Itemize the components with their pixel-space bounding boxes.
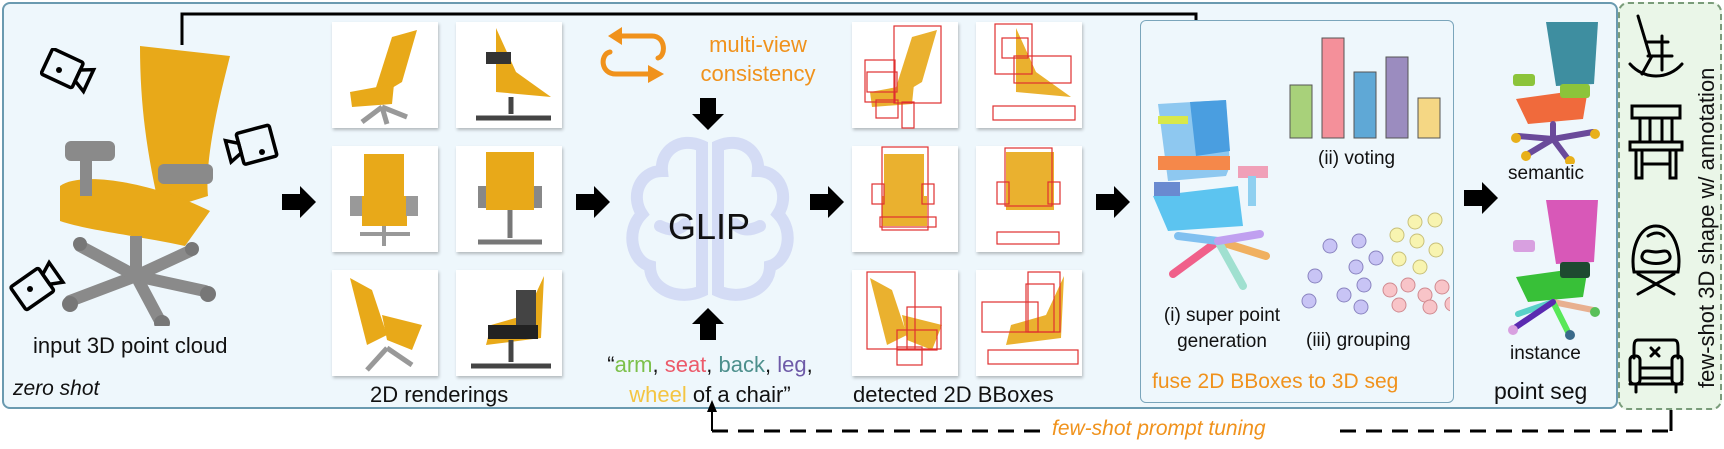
egg-chair-icon — [1631, 224, 1681, 296]
voting-label: (ii) voting — [1318, 148, 1396, 169]
prompt-part-arm: arm — [614, 352, 653, 377]
camera-icon — [40, 48, 97, 95]
prompt-tuning-label: few-shot prompt tuning — [1052, 417, 1266, 440]
armchair-icon — [1628, 338, 1684, 394]
point-seg-label: point seg — [1494, 378, 1588, 404]
arrow-right-icon — [576, 186, 610, 218]
vote-bar-arm — [1289, 84, 1313, 139]
wooden-chair-icon — [1628, 104, 1684, 180]
arrow-right-icon — [1464, 182, 1498, 214]
vote-bar-back — [1353, 71, 1377, 139]
instance-label: instance — [1510, 343, 1581, 364]
vote-bar-wheel — [1417, 97, 1441, 139]
prompt-part-back: back — [718, 352, 766, 377]
rendered-chair-views — [350, 28, 551, 372]
prompt-part-wheel: wheel — [629, 382, 687, 407]
multiview-consistency-label: multi-view consistency — [688, 30, 828, 88]
few-shot-vertical-label: few-shot 3D shape w/ annotation — [1694, 67, 1719, 388]
glip-label: GLIP — [668, 206, 751, 247]
multiview-line1: multi-view — [709, 32, 807, 57]
step1-line2: generation — [1177, 331, 1267, 352]
fuse-title: fuse 2D BBoxes to 3D seg — [1152, 370, 1399, 393]
arrow-down-icon — [692, 98, 724, 130]
zero-shot-label: zero shot — [13, 377, 100, 400]
input-point-cloud-chair — [60, 46, 230, 326]
cycle-arrows-icon — [600, 27, 666, 83]
multiview-line2: consistency — [700, 61, 816, 86]
vote-bar-leg — [1385, 56, 1409, 139]
vote-bar-seat — [1321, 37, 1345, 139]
super-point-label: (i) super point generation — [1142, 303, 1302, 355]
semantic-seg-chair — [1511, 22, 1600, 164]
arrow-up-icon — [692, 308, 724, 340]
open-quote: “ — [607, 352, 615, 377]
prompt-suffix: of a chair” — [686, 382, 791, 407]
brain-icon — [626, 136, 794, 301]
arrow-right-icon — [282, 186, 316, 218]
camera-icon — [9, 259, 66, 312]
renderings-label: 2D renderings — [370, 382, 509, 407]
arrow-right-icon — [810, 186, 844, 218]
step1-line1: (i) super point — [1163, 305, 1281, 326]
super-point-chair — [1153, 100, 1270, 290]
instance-seg-chair — [1508, 200, 1600, 340]
input-label: input 3D point cloud — [33, 333, 228, 358]
grouping-label: (iii) grouping — [1306, 330, 1411, 351]
rocking-chair-icon — [1628, 14, 1684, 78]
bbox-overlays — [864, 23, 1079, 366]
prompt-part-leg: leg — [777, 352, 807, 377]
prompt-line2: wheel of a chair” — [590, 380, 830, 410]
voting-bar-chart — [1289, 37, 1441, 139]
prompt-part-seat: seat — [664, 352, 707, 377]
prompt-line1: “arm, seat, back, leg, — [607, 352, 813, 377]
detected-bboxes-label: detected 2D BBoxes — [853, 382, 1054, 407]
arrow-right-icon — [1096, 186, 1130, 218]
grouping-clusters — [1301, 212, 1450, 315]
camera-icon — [223, 123, 279, 166]
text-prompt: “arm, seat, back, leg, wheel of a chair” — [590, 350, 830, 410]
semantic-label: semantic — [1508, 163, 1585, 184]
